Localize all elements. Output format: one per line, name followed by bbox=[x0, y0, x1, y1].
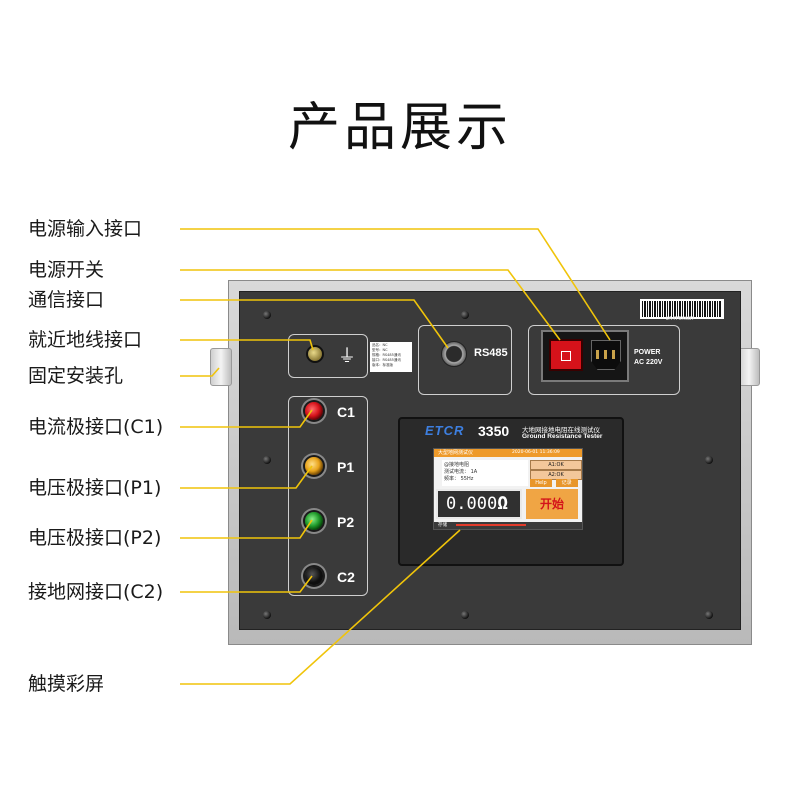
mount-bracket-left bbox=[210, 348, 232, 386]
sticker-line: 版本：标准版 bbox=[372, 363, 393, 367]
start-button[interactable]: 开始 bbox=[526, 489, 578, 519]
screw-icon bbox=[705, 456, 713, 464]
terminal-label-p1: P1 bbox=[337, 459, 355, 475]
screw-icon bbox=[263, 311, 271, 319]
subtitle-en: Ground Resistance Tester bbox=[522, 433, 603, 440]
ohm-icon: Ω bbox=[497, 493, 509, 514]
rs485-connector[interactable] bbox=[441, 341, 467, 367]
callout-p2-port: 电压极接口(P2) bbox=[28, 527, 162, 549]
terminal-p1[interactable] bbox=[305, 457, 323, 475]
ac-voltage-label: AC 220V bbox=[634, 359, 663, 366]
callout-p1-port: 电压极接口(P1) bbox=[28, 477, 162, 499]
screw-icon bbox=[705, 611, 713, 619]
socket-pin bbox=[612, 350, 615, 359]
callout-power-input: 电源输入接口 bbox=[28, 218, 143, 240]
barcode-label bbox=[640, 299, 724, 319]
reading-display: 0.000Ω bbox=[436, 489, 522, 519]
ground-icon: ⏚ bbox=[338, 346, 356, 366]
subtitle-cn: 大地网接地电阻在线测试仪 bbox=[522, 427, 600, 434]
progress-line bbox=[456, 524, 526, 526]
barcode-number: 1A4Y6X6B7 bbox=[665, 316, 695, 322]
touch-screen[interactable]: 大型地网测试仪 2020-06-01 11:36:09 @接地电阻 测试电流： … bbox=[433, 448, 583, 530]
power-input-socket[interactable] bbox=[591, 340, 621, 370]
socket-pin bbox=[596, 350, 599, 359]
status-a1: A1:OK bbox=[530, 460, 582, 470]
terminal-label-c1: C1 bbox=[337, 404, 355, 420]
reading-value: 0.000 bbox=[446, 494, 498, 514]
rs485-label: RS485 bbox=[474, 347, 508, 359]
screen-header: 大型地网测试仪 bbox=[438, 450, 474, 456]
screen-info-box: @接地电阻 测试电流： 1A 频率： 55Hz bbox=[442, 460, 528, 486]
terminal-label-c2: C2 bbox=[337, 569, 355, 585]
callout-touch-screen: 触摸彩屏 bbox=[28, 673, 105, 695]
terminal-label-p2: P2 bbox=[337, 514, 355, 530]
sticker-line: 接口：RS485通讯 bbox=[372, 358, 401, 362]
screen-date: 2020-06-01 11:36:09 bbox=[512, 450, 560, 455]
screw-icon bbox=[263, 611, 271, 619]
brand-logo: ETCR bbox=[425, 423, 465, 438]
help-button[interactable]: Help bbox=[530, 479, 552, 487]
terminal-c1[interactable] bbox=[305, 402, 323, 420]
socket-pin bbox=[604, 350, 607, 359]
sticker-line: 规格：RS485通讯 bbox=[372, 353, 401, 357]
screw-icon bbox=[263, 456, 271, 464]
power-switch[interactable] bbox=[549, 339, 583, 371]
screen-footer: 存储 bbox=[438, 523, 447, 528]
power-inlet-module bbox=[541, 330, 629, 382]
model-number: 3350 bbox=[478, 423, 510, 439]
screw-icon bbox=[461, 311, 469, 319]
terminal-c2[interactable] bbox=[305, 567, 323, 585]
ground-post[interactable] bbox=[306, 345, 324, 363]
screw-icon bbox=[461, 611, 469, 619]
info-line: 频率： 55Hz bbox=[444, 476, 474, 482]
callout-c1-port: 电流极接口(C1) bbox=[28, 416, 164, 438]
sticker-line: 型号：NC bbox=[372, 348, 388, 352]
power-switch-mark bbox=[561, 351, 571, 361]
page-title: 产品展示 bbox=[287, 98, 512, 158]
callout-comm-port: 通信接口 bbox=[28, 289, 105, 311]
callout-mount-hole: 固定安装孔 bbox=[28, 365, 124, 387]
callout-power-switch: 电源开关 bbox=[28, 259, 105, 281]
ground-terminal-box bbox=[288, 334, 368, 378]
spec-sticker: 品名：NC 型号：NC 规格：RS485通讯 接口：RS485通讯 版本：标准版 bbox=[370, 342, 412, 372]
info-line: 测试电流： 1A bbox=[444, 469, 478, 475]
measurement-terminals-box bbox=[288, 396, 368, 596]
record-button[interactable]: 记录 bbox=[555, 479, 578, 487]
power-label: POWER bbox=[634, 349, 661, 356]
mount-bracket-right bbox=[738, 348, 760, 386]
info-line: @接地电阻 bbox=[444, 462, 470, 468]
terminal-p2[interactable] bbox=[305, 512, 323, 530]
help-record-row: Help 记录 bbox=[530, 479, 578, 487]
callout-c2-port: 接地网接口(C2) bbox=[28, 581, 164, 603]
callout-ground-port: 就近地线接口 bbox=[28, 329, 143, 351]
screen-header-bar bbox=[434, 449, 582, 457]
